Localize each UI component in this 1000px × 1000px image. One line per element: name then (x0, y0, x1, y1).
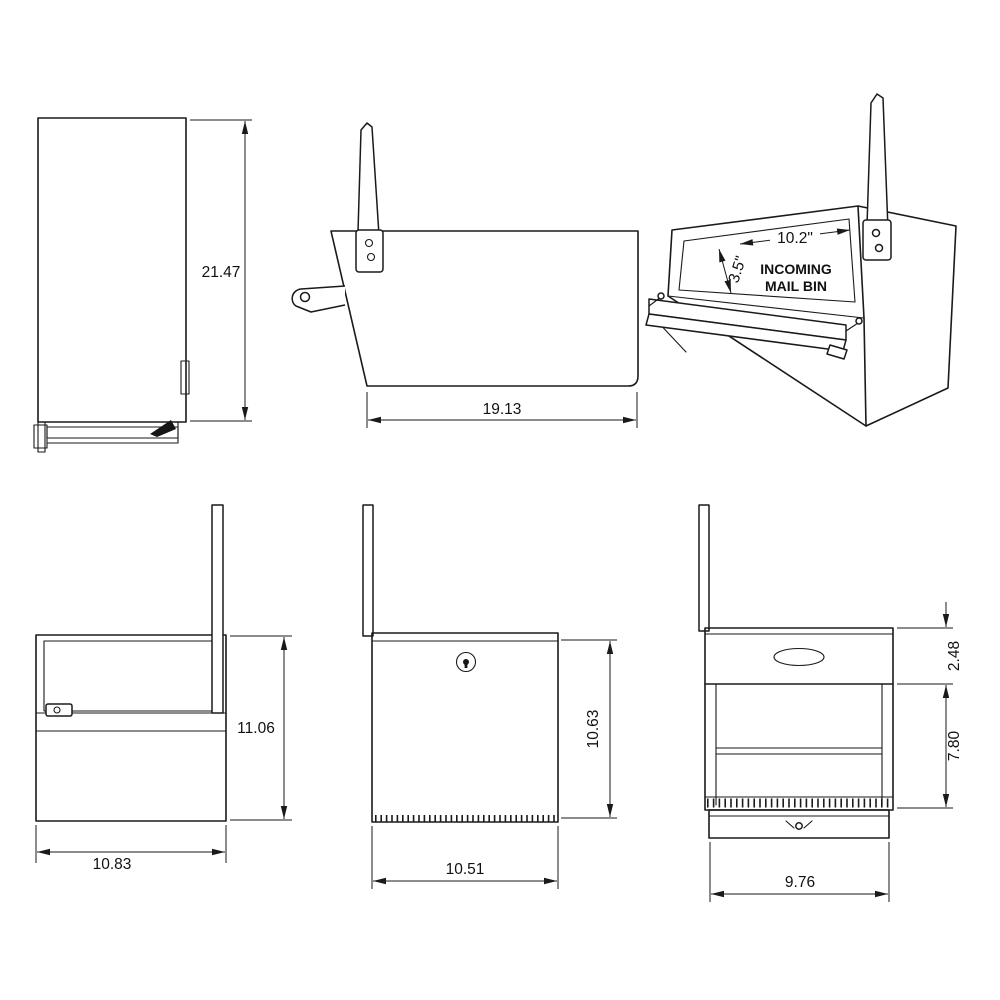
view-perspective-open: 10.2" 3.5" INCOMING MAIL BIN (645, 93, 957, 427)
dimension-label-base-width: 9.76 (785, 874, 815, 891)
lid-latch-tab (826, 344, 848, 360)
rear-handle (45, 703, 73, 717)
rear-door-panel (43, 640, 219, 712)
bracket-bolt-hole (871, 228, 881, 238)
left-bracket (33, 424, 48, 449)
view-front-open: 2.48 7.80 9.76 (698, 504, 963, 902)
incoming-mail-bin-label-line2: MAIL BIN (765, 278, 827, 294)
dimension-label-rear-height: 11.06 (237, 720, 275, 737)
incoming-mail-bin-label-line1: INCOMING (760, 261, 832, 277)
handle-pin (53, 706, 61, 714)
dimension-label-door-height: 10.63 (585, 710, 602, 749)
label-mask (770, 231, 820, 246)
view-front-closed: 21.47 (33, 117, 252, 453)
view-rear: 11.06 10.83 (35, 504, 292, 873)
opening-inner-right-rim (848, 218, 856, 303)
opening-inner-left-rim (678, 240, 685, 291)
hook-bolt (299, 291, 311, 303)
newspaper-hook (291, 285, 346, 313)
lid-right-arm (845, 322, 859, 332)
front-right-edge (857, 205, 865, 319)
mounting-post (698, 504, 710, 632)
mounting-post (362, 504, 374, 637)
view-side: 19.13 (291, 122, 639, 428)
mounting-post (211, 504, 224, 714)
mailbox-body-outline (37, 117, 187, 423)
lid-right-pivot (855, 317, 863, 325)
open-body-outline (704, 627, 894, 811)
dimension-label-rear-width: 10.83 (93, 856, 132, 873)
dimension-label-bin-opening: 3.5" (725, 254, 750, 285)
dimension-label-top-section: 2.48 (946, 641, 963, 671)
left-leg (37, 421, 46, 453)
post-bracket (862, 219, 892, 261)
post-bracket (355, 229, 384, 273)
tray-latch-wings (785, 820, 813, 829)
lower-right-edge (863, 317, 867, 427)
door-body-outline (371, 632, 559, 823)
bracket-bolt-hole (364, 238, 374, 248)
dimension-label-bin-width: 10.2" (777, 230, 813, 247)
dimension-label-door-width: 10.51 (446, 861, 485, 878)
mailbox-side-body (330, 230, 639, 387)
keylock (455, 651, 477, 673)
door-latch (180, 360, 190, 395)
dimension-label-front-height: 21.47 (202, 264, 241, 281)
dimension-label-side-length: 19.13 (483, 401, 522, 418)
dimension-line-bin-opening (718, 248, 732, 294)
keylock-slot (464, 662, 468, 668)
bracket-bolt-hole (874, 243, 884, 253)
opening-inner-top-rim (683, 218, 850, 242)
rear-body-outline (35, 634, 227, 822)
view-front-door: 10.63 10.51 (362, 504, 617, 889)
hinge-edge (667, 295, 865, 319)
flag-mount (150, 420, 176, 437)
bottom-tray (708, 809, 890, 839)
bin-floor-edge (678, 289, 856, 303)
handle-slot (773, 647, 825, 667)
lid-left-pivot (657, 292, 665, 300)
tray-latch-knob (795, 822, 803, 830)
bracket-bolt-hole (366, 252, 376, 262)
dimension-label-lower-section: 7.80 (946, 731, 963, 762)
